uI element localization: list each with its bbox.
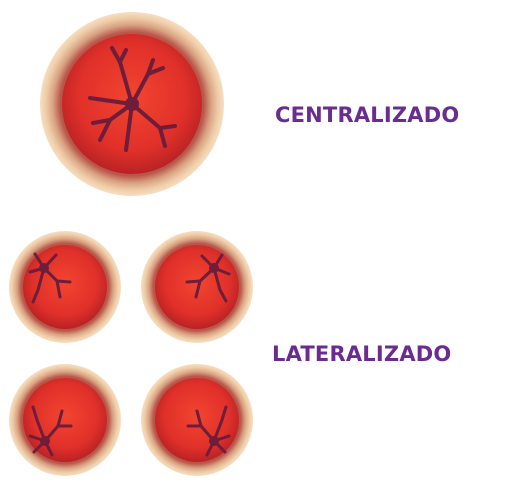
centralized-label: CENTRALIZADO [275,103,460,127]
centralized-lesion-icon [40,12,224,196]
lateralized-label: LATERALIZADO [272,342,452,366]
lateralized-lesion-icon [9,231,253,476]
